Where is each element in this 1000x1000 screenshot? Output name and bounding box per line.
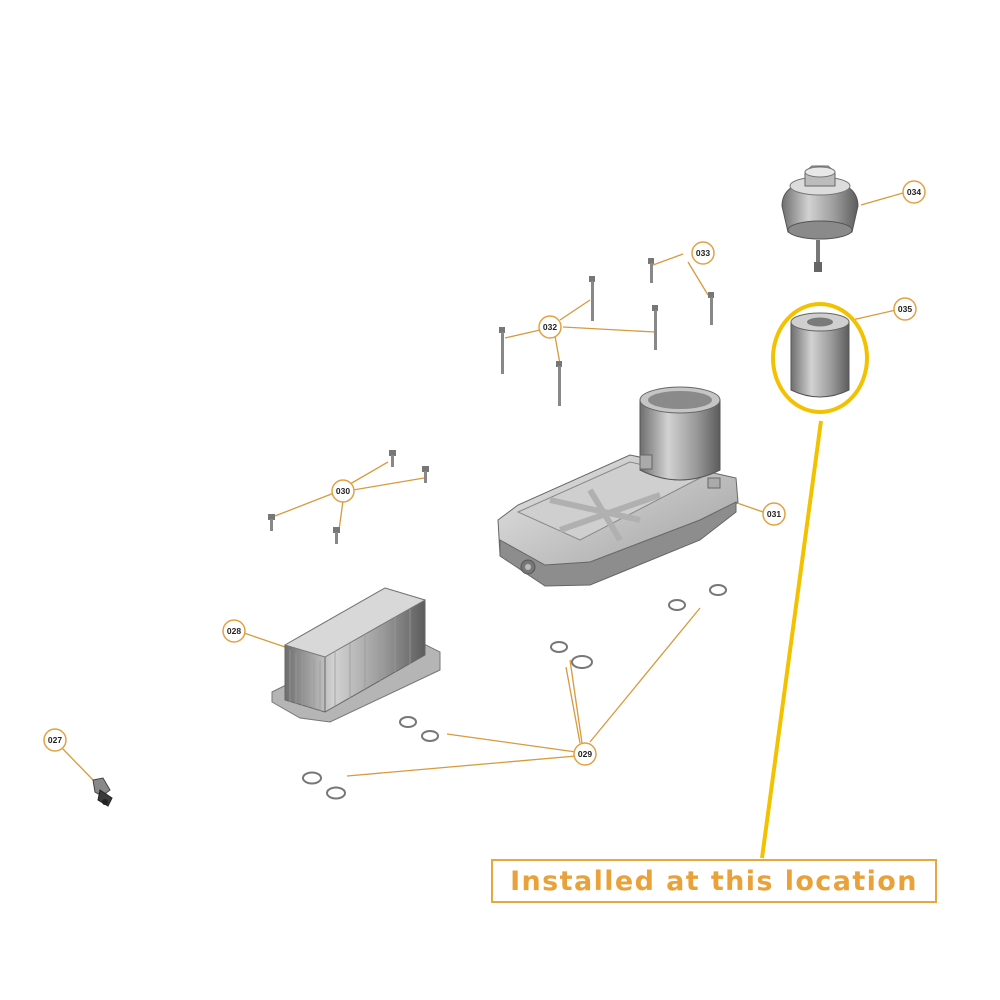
svg-text:034: 034 <box>907 187 921 197</box>
highlight-ring <box>771 302 869 414</box>
oil-filter-cap-icon[interactable] <box>781 165 859 272</box>
highlight-leader <box>760 420 823 859</box>
callout-033: 033 <box>691 241 715 265</box>
svg-text:032: 032 <box>543 322 557 332</box>
svg-text:035: 035 <box>898 304 912 314</box>
callout-031: 031 <box>762 502 786 526</box>
leader-lines <box>61 192 904 783</box>
callout-034: 034 <box>902 180 926 204</box>
callout-028: 028 <box>222 619 246 643</box>
oil-filter-element-icon[interactable] <box>790 312 850 398</box>
callout-035: 035 <box>893 297 917 321</box>
svg-text:027: 027 <box>48 735 62 745</box>
o-ring-icon[interactable] <box>302 584 727 800</box>
bolt-icon[interactable] <box>648 258 714 325</box>
oil-filter-housing-icon[interactable] <box>497 386 739 587</box>
callout-029: 029 <box>573 742 597 766</box>
bolt-icon[interactable] <box>268 450 429 544</box>
installed-location-banner: Installed at this location <box>491 859 937 903</box>
callout-027: 027 <box>43 728 67 752</box>
svg-text:031: 031 <box>767 509 781 519</box>
oil-cooler-icon[interactable] <box>271 587 441 723</box>
svg-text:033: 033 <box>696 248 710 258</box>
bolt-icon[interactable] <box>499 276 658 406</box>
sensor-icon[interactable] <box>92 777 113 807</box>
banner-text: Installed at this location <box>510 865 918 897</box>
callout-032: 032 <box>538 315 562 339</box>
svg-text:028: 028 <box>227 626 241 636</box>
svg-text:030: 030 <box>336 486 350 496</box>
svg-text:029: 029 <box>578 749 592 759</box>
callout-030: 030 <box>331 479 355 503</box>
